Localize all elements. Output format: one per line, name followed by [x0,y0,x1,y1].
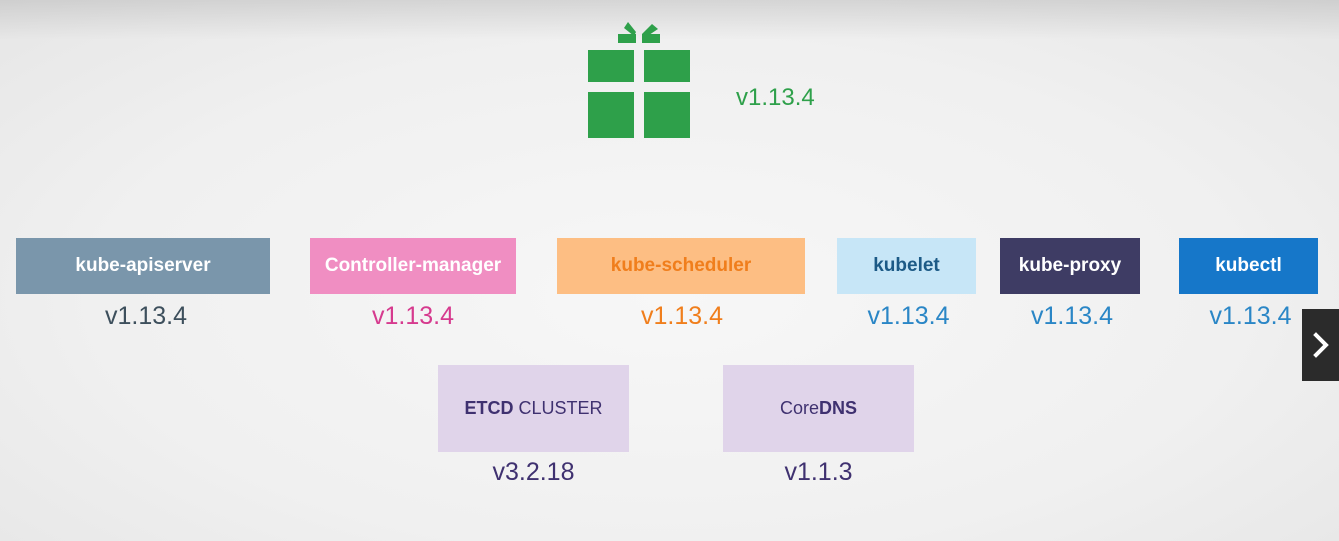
component-label: kube-scheduler [610,255,752,276]
component-controller-manager: Controller-manager [310,238,516,294]
component-version: v1.13.4 [867,302,950,330]
component-version: v1.13.4 [1209,302,1292,330]
component-kube-proxy: kube-proxy [1000,238,1140,294]
dependency-version: v1.1.3 [784,458,853,486]
dependency-label-bold: DNS [819,398,858,418]
next-slide-button[interactable] [1302,309,1339,381]
component-label: kubelet [873,255,940,276]
component-kube-scheduler: kube-scheduler [557,238,805,294]
gift-icon [584,20,694,142]
component-kubectl: kubectl [1179,238,1318,294]
component-version: v1.13.4 [640,302,723,330]
component-version: v1.13.4 [1030,302,1113,330]
dependency-version: v3.2.18 [492,458,575,486]
component-version: v1.13.4 [104,302,187,330]
dependency-etcd-cluster: ETCD CLUSTER [438,365,629,452]
component-kube-apiserver: kube-apiserver [16,238,270,294]
component-label: kube-apiserver [75,255,211,276]
component-label: Controller-manager [324,255,502,276]
chevron-right-icon [1312,332,1329,358]
dependency-label-light: Core [779,398,819,418]
dependency-label-light: CLUSTER [513,398,603,418]
component-kubelet: kubelet [837,238,976,294]
component-version: v1.13.4 [371,302,454,330]
component-label: kubectl [1215,255,1282,276]
release-version: v1.13.4 [736,84,815,111]
dependency-label-bold: ETCD [464,398,514,418]
component-label: kube-proxy [1018,255,1122,276]
